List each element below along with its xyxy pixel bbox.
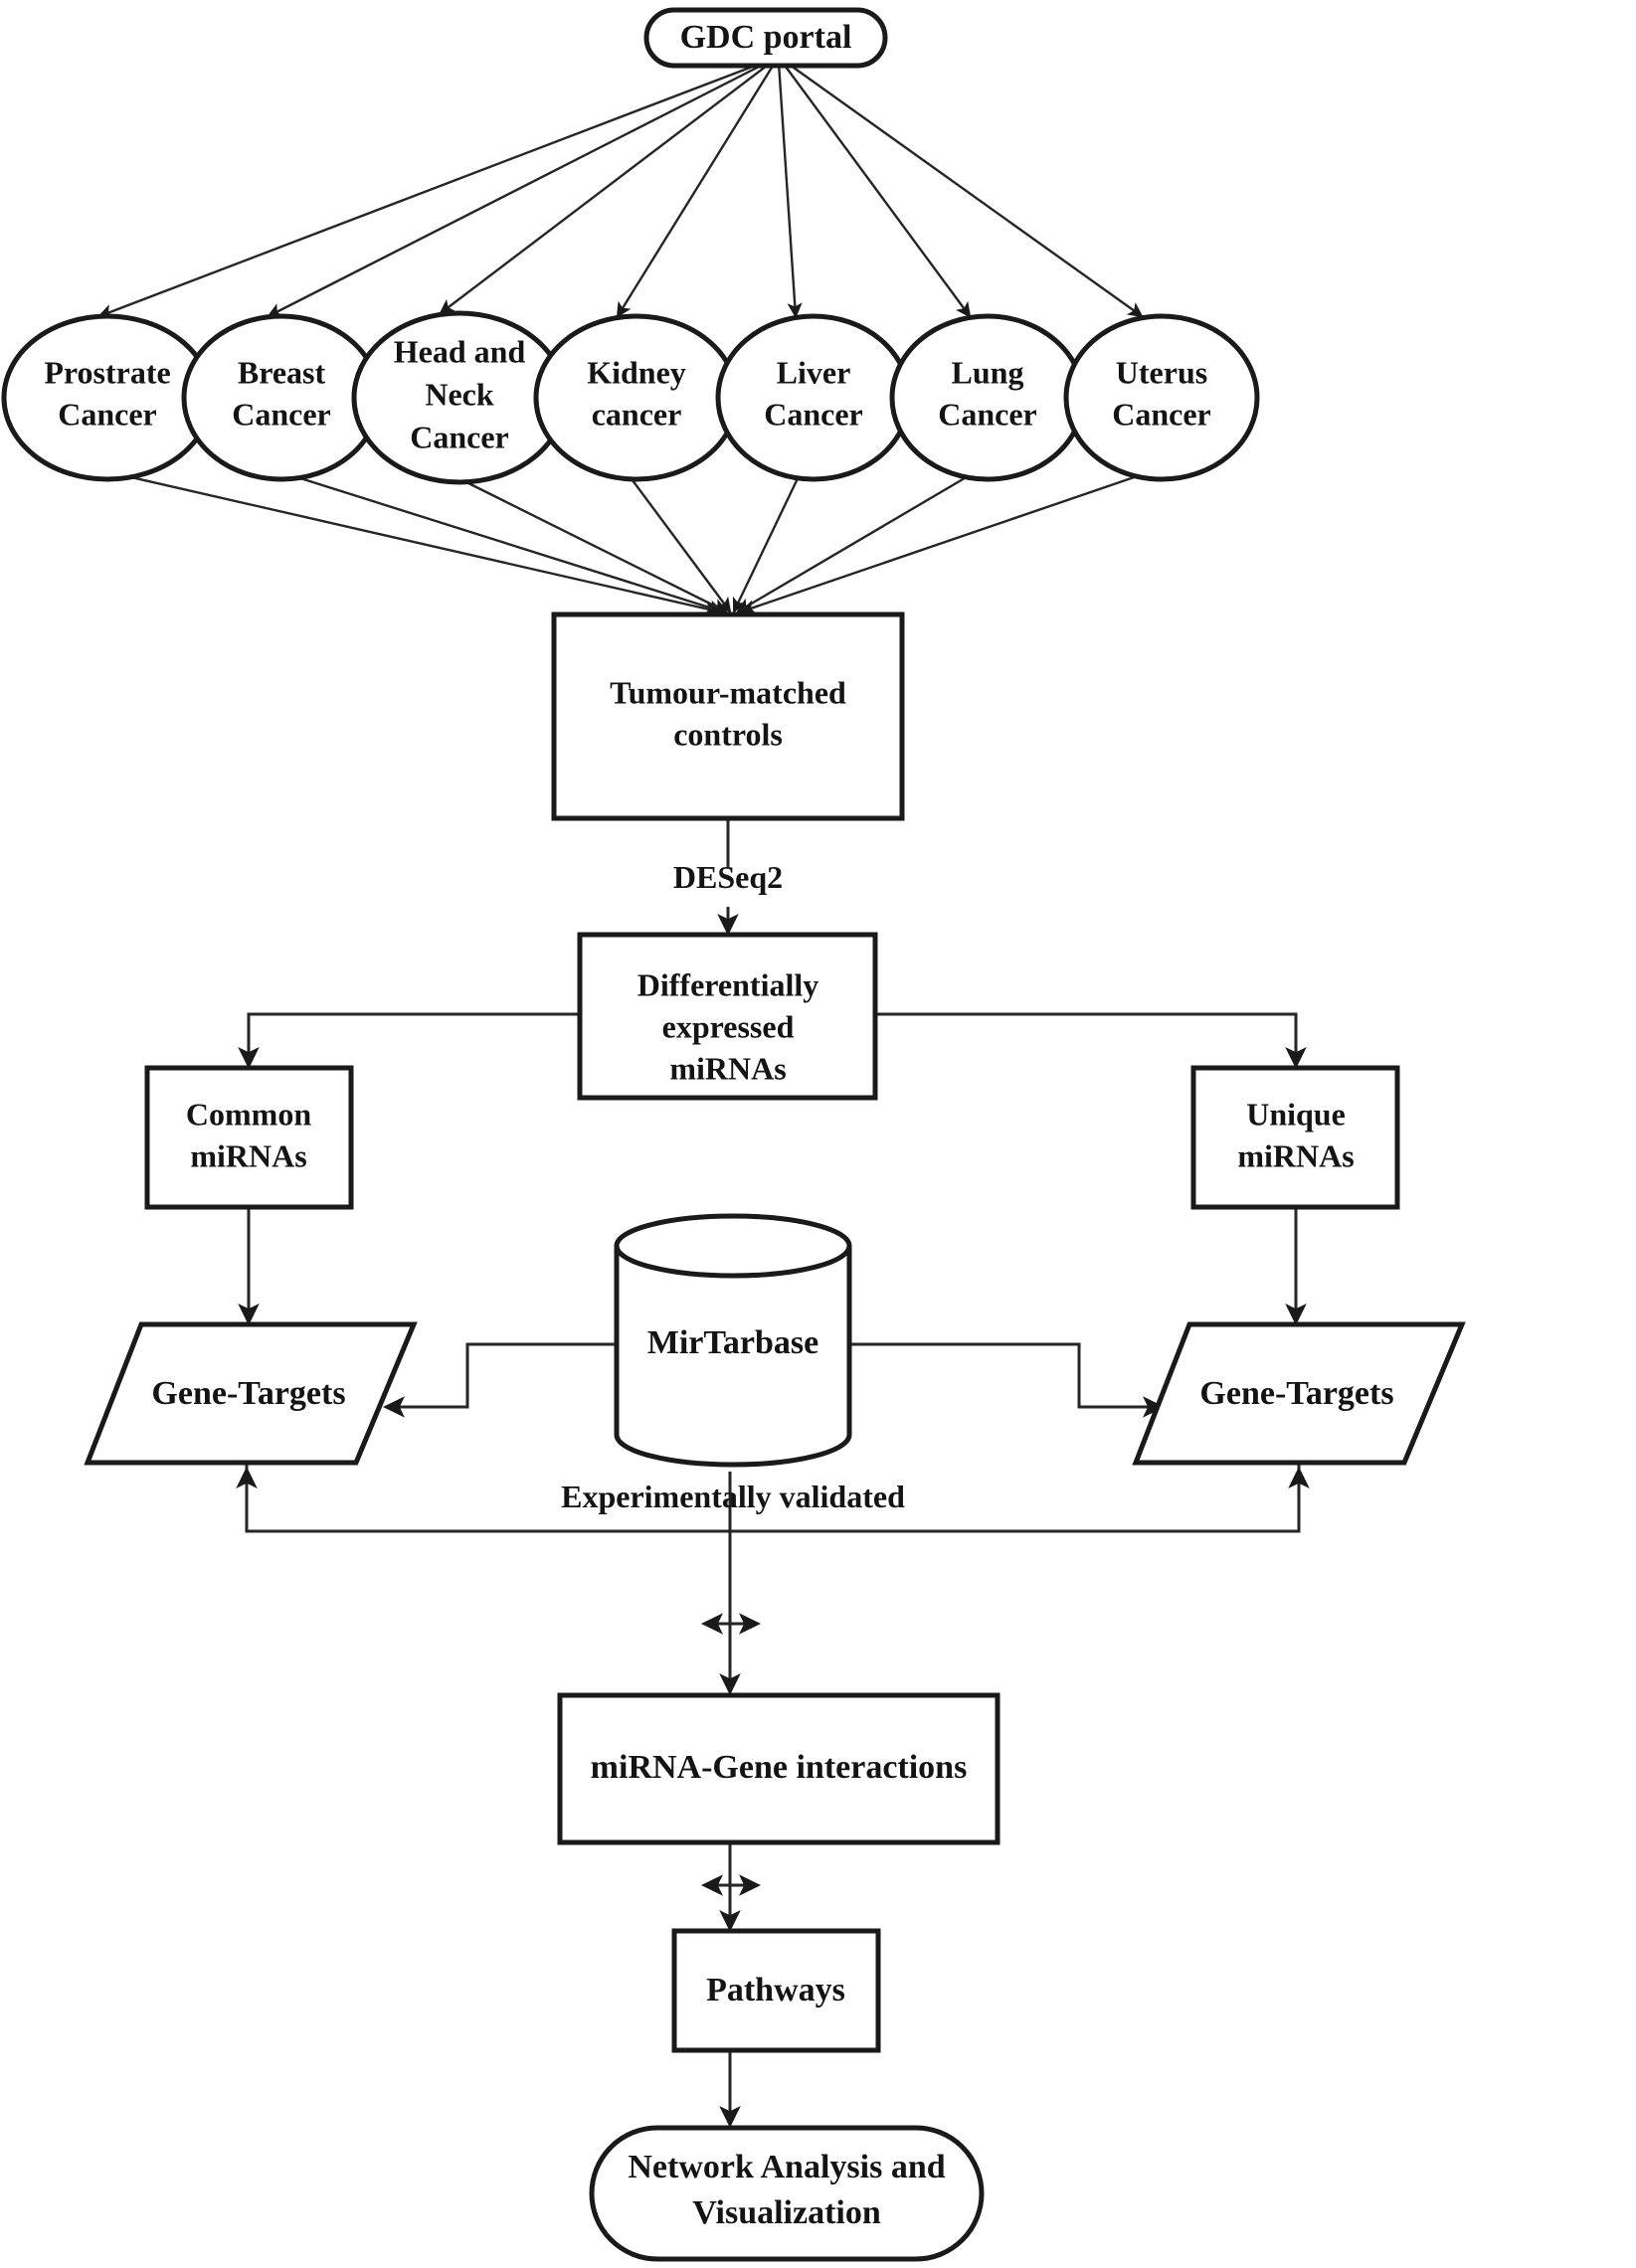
node-mirna-gene-interactions[interactable]: miRNA-Gene interactions [557, 1692, 1000, 1845]
common-mirnas-label-line-2: miRNAs [190, 1137, 306, 1173]
edges-mirtarbase-to-gene-targets [383, 1342, 1165, 1418]
edge-portal-to-liver [777, 62, 803, 319]
node-gene-targets-left[interactable]: Gene-Targets [84, 1321, 418, 1466]
tumour-controls-label-line-1: Tumour-matched [610, 674, 846, 710]
head-neck-label-line-1: Head and [394, 333, 526, 369]
common-mirnas-shape [144, 1065, 354, 1210]
node-network-analysis-visualization[interactable]: Network Analysis and Visualization [589, 2125, 985, 2262]
edges-subsets-to-gene-targets [238, 1207, 1307, 1325]
node-gene-targets-right[interactable]: Gene-Targets [1132, 1321, 1466, 1466]
node-cancer-breast[interactable]: Breast Cancer [181, 313, 382, 482]
unique-mirnas-shape [1190, 1065, 1400, 1210]
edge-prostrate-to-controls [108, 470, 721, 616]
de-mirnas-label-line-1: Differentially [637, 966, 818, 1002]
uterus-ellipse-shape [1063, 313, 1260, 482]
node-unique-mirnas[interactable]: Unique miRNAs [1190, 1065, 1400, 1210]
edge-breast-to-controls [280, 470, 725, 615]
node-cancer-lung[interactable]: Lung Cancer [889, 313, 1086, 482]
lung-label-line-1: Lung [952, 354, 1024, 390]
uterus-label-line-2: Cancer [1112, 396, 1211, 432]
unique-mirnas-label-line-1: Unique [1246, 1096, 1346, 1132]
node-cancer-head-neck[interactable]: Head and Neck Cancer [351, 310, 568, 485]
network-analysis-label-line-1: Network Analysis and [628, 2149, 945, 2185]
edge-head-neck-to-controls [452, 473, 728, 613]
node-gdc-portal[interactable]: GDC portal [643, 7, 888, 69]
mirtarbase-cylinder-body [614, 1246, 852, 1468]
breast-label-line-2: Cancer [232, 396, 331, 432]
mirna-gene-interactions-shape [557, 1692, 1000, 1845]
edge-interactions-to-pathways [701, 1842, 761, 1932]
pathways-label: Pathways [706, 1972, 845, 2008]
node-tumour-matched-controls[interactable]: Tumour-matched controls [551, 611, 905, 821]
liver-label-line-2: Cancer [764, 396, 863, 432]
prostrate-label-line-2: Cancer [58, 396, 157, 432]
edges-portal-to-cancers [97, 61, 1144, 319]
unique-mirnas-label-line-2: miRNAs [1237, 1137, 1354, 1173]
node-differentially-expressed-mirnas[interactable]: Differentially expressed miRNAs [577, 932, 878, 1101]
kidney-label-line-1: Kidney [587, 354, 686, 390]
uterus-label-line-1: Uterus [1116, 354, 1207, 390]
gene-targets-right-label: Gene-Targets [1199, 1375, 1393, 1412]
gene-targets-right-shape [1132, 1321, 1466, 1466]
edge-uterus-to-controls [740, 470, 1150, 614]
node-mirtarbase-database[interactable]: MirTarbase [614, 1213, 852, 1468]
common-mirnas-label-line-1: Common [186, 1096, 311, 1132]
node-pathways[interactable]: Pathways [671, 1928, 881, 2053]
breast-label-line-1: Breast [238, 354, 326, 390]
pathways-shape [671, 1928, 881, 2053]
gene-targets-left-label: Gene-Targets [151, 1375, 345, 1412]
head-neck-label-line-2: Neck [425, 376, 494, 412]
gene-targets-left-shape [84, 1321, 418, 1466]
edge-de-to-unique [875, 1012, 1307, 1069]
mirna-gene-interactions-label: miRNA-Gene interactions [591, 1749, 968, 1786]
prostrate-label-line-1: Prostrate [44, 354, 170, 390]
de-mirnas-label-line-3: miRNAs [669, 1050, 786, 1086]
node-cancer-uterus[interactable]: Uterus Cancer [1063, 313, 1260, 482]
edge-kidney-to-controls [626, 471, 732, 613]
edge-portal-to-kidney [616, 62, 777, 318]
node-cancer-kidney[interactable]: Kidney cancer [533, 313, 740, 482]
kidney-label-line-2: cancer [592, 396, 682, 432]
edge-portal-to-prostrate [97, 61, 764, 319]
edge-label-experimentally-validated: Experimentally validated [561, 1479, 905, 1514]
tumour-controls-shape [551, 611, 905, 821]
network-analysis-label-line-2: Visualization [692, 2194, 881, 2231]
edge-portal-to-breast [267, 61, 768, 318]
tumour-controls-label-line-2: controls [673, 716, 783, 752]
mirtarbase-label: MirTarbase [647, 1324, 819, 1361]
node-cancer-prostrate[interactable]: Prostrate Cancer [1, 313, 214, 482]
edge-label-deseq2: DESeq2 [673, 859, 783, 895]
edge-portal-to-lung [782, 62, 972, 318]
edges-cancers-to-controls [108, 470, 1150, 616]
edge-lung-to-controls [736, 470, 976, 613]
edge-mirtarbase-to-interactions [701, 1472, 761, 1695]
edge-de-to-common [238, 1012, 580, 1069]
node-cancer-liver[interactable]: Liver Cancer [715, 313, 912, 482]
de-mirnas-shape [577, 932, 878, 1101]
lung-label-line-2: Cancer [938, 396, 1037, 432]
edge-mirtarbase-to-gene-targets-left [383, 1342, 615, 1418]
edge-portal-to-head-neck [439, 62, 772, 315]
node-common-mirnas[interactable]: Common miRNAs [144, 1065, 354, 1210]
mirtarbase-cylinder-top [614, 1213, 852, 1279]
gdc-portal-label: GDC portal [680, 19, 852, 56]
edge-mirtarbase-to-gene-targets-right [848, 1342, 1165, 1418]
head-neck-label-line-3: Cancer [410, 419, 509, 454]
edge-portal-to-uterus [786, 62, 1144, 318]
network-analysis-shape [589, 2125, 985, 2262]
edge-liver-to-controls [732, 471, 803, 613]
gdc-portal-shape [643, 7, 888, 69]
liver-label-line-1: Liver [777, 354, 851, 390]
edges-de-to-subsets [238, 1012, 1307, 1069]
edges-experimentally-validated-bus [236, 1464, 1310, 1533]
de-mirnas-label-line-2: expressed [662, 1008, 795, 1044]
